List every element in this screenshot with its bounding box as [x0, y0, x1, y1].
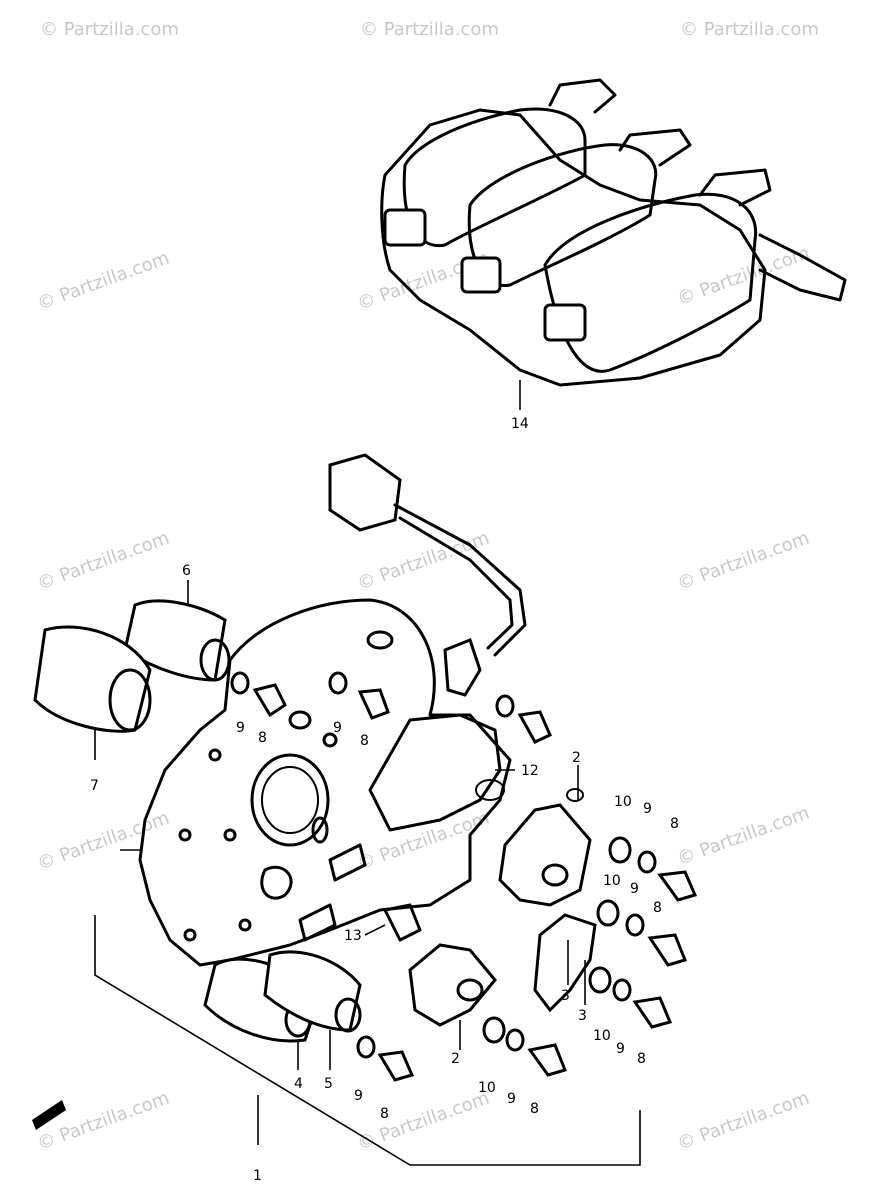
watermark: © Partzilla.com	[35, 527, 173, 594]
watermark: © Partzilla.com	[680, 19, 819, 40]
label-8: 8	[380, 1106, 389, 1122]
fasteners	[230, 671, 698, 1082]
watermark: © Partzilla.com	[675, 527, 813, 594]
bottom-condensers: 4 5	[203, 950, 362, 1092]
felt-clip: 13	[344, 903, 422, 944]
sub-plate: 12	[368, 713, 584, 832]
label-9: 9	[643, 801, 652, 817]
label-4: 4	[294, 1076, 303, 1092]
fastener-labels: 9 8 9 8 10 9 8 10 9 8 10 9 8 10 9 8 9 8	[236, 720, 679, 1122]
watermark: © Partzilla.com	[675, 802, 813, 869]
label-8: 8	[637, 1051, 646, 1067]
label-5: 5	[324, 1076, 333, 1092]
label-14: 14	[511, 416, 529, 432]
label-3: 3	[561, 988, 570, 1004]
label-12: 12	[521, 763, 539, 779]
contact-breakers: 2 2 3 3	[408, 750, 597, 1067]
label-2: 2	[451, 1051, 460, 1067]
label-1: 1	[253, 1168, 262, 1184]
label-7: 7	[90, 778, 99, 794]
watermark: © Partzilla.com	[40, 19, 179, 40]
rubber-cap: 7	[33, 625, 152, 794]
label-9: 9	[333, 720, 342, 736]
label-9: 9	[507, 1091, 516, 1107]
label-8: 8	[653, 900, 662, 916]
label-8: 8	[530, 1101, 539, 1117]
label-10: 10	[593, 1028, 611, 1044]
label-10: 10	[614, 794, 632, 810]
watermark: © Partzilla.com	[360, 19, 499, 40]
watermark: © Partzilla.com	[35, 1087, 173, 1154]
label-9: 9	[616, 1041, 625, 1057]
label-10: 10	[603, 873, 621, 889]
watermark: © Partzilla.com	[35, 807, 173, 874]
front-arrow-icon	[32, 1100, 66, 1130]
label-8: 8	[360, 733, 369, 749]
watermark: © Partzilla.com	[675, 1087, 813, 1154]
label-9: 9	[236, 720, 245, 736]
ignition-coil-assembly: 14	[380, 78, 847, 432]
label-8: 8	[258, 730, 267, 746]
watermark: © Partzilla.com	[675, 242, 813, 309]
connector-harness	[328, 453, 527, 697]
watermark: © Partzilla.com	[355, 807, 493, 874]
label-13: 13	[344, 928, 362, 944]
label-8: 8	[670, 816, 679, 832]
label-9: 9	[630, 881, 639, 897]
label-6: 6	[182, 563, 191, 579]
watermark: © Partzilla.com	[35, 247, 173, 314]
label-2: 2	[572, 750, 581, 766]
base-plate	[138, 598, 512, 967]
label-10: 10	[478, 1080, 496, 1096]
label-3: 3	[578, 1008, 587, 1024]
assembly-bracket: 1	[94, 849, 641, 1184]
label-9: 9	[354, 1088, 363, 1104]
